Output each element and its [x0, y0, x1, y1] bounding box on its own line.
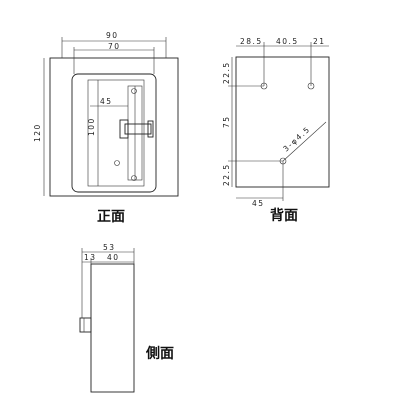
front-caption: 正面 [97, 209, 125, 225]
back-hole-leader [282, 121, 327, 162]
side-latch-block [79, 317, 92, 333]
back-dim-bottom: 45 [252, 199, 265, 208]
front-hole-middle [114, 160, 120, 166]
back-caption: 背面 [270, 207, 298, 224]
side-outer-frame [90, 263, 135, 393]
front-latch-knob [119, 119, 129, 139]
front-inner-opening [71, 73, 157, 193]
side-dim-a: 13 [84, 253, 97, 262]
front-dim-inner-height: 100 [87, 117, 96, 136]
back-dim-left-mid: 75 [222, 115, 231, 128]
front-latch-end [147, 120, 154, 138]
back-outer-frame [235, 56, 330, 188]
front-hole-bottom [131, 175, 137, 181]
back-view: 28.5 40.5 21 22.5 75 22.5 45 3-φ4.5 背面 [222, 37, 330, 224]
back-dim-left-top: 22.5 [222, 61, 231, 84]
front-view: 90 70 120 100 45 正面 [33, 31, 179, 225]
side-dim-total: 53 [103, 243, 116, 252]
front-outer-frame [49, 57, 179, 197]
side-caption: 側面 [145, 345, 174, 362]
back-dim-top-b: 40.5 [276, 37, 299, 46]
front-dim-offset: 45 [100, 97, 113, 106]
back-dim-top-c: 21 [313, 37, 326, 46]
back-hole-right [307, 82, 315, 90]
side-view: 53 13 40 側面 [79, 243, 174, 393]
side-dim-b: 40 [107, 253, 120, 262]
back-dim-top-a: 28.5 [240, 37, 263, 46]
front-dim-height: 120 [33, 123, 42, 142]
back-dim-left-bottom: 22.5 [222, 163, 231, 186]
front-dim-total-width: 90 [106, 31, 119, 40]
front-inner-panel [87, 79, 145, 187]
front-latch-bar [124, 123, 152, 135]
front-hole-top [131, 88, 137, 94]
front-dim-inner-width: 70 [108, 42, 121, 51]
